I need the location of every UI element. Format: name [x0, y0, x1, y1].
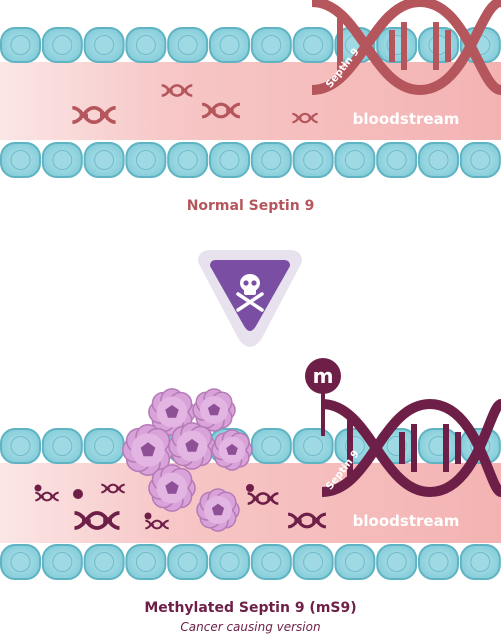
cell-nucleus: [94, 435, 115, 457]
cell-nucleus: [177, 551, 198, 573]
cell-nucleus: [10, 551, 31, 573]
cell-nucleus: [135, 34, 156, 56]
cell-nucleus: [344, 149, 365, 171]
cell-nucleus: [386, 149, 407, 171]
cell-nucleus: [10, 149, 31, 171]
cell-nucleus: [261, 435, 282, 457]
cell-nucleus: [52, 34, 73, 56]
cell-nucleus: [10, 34, 31, 56]
bottom-lower-vessel-wall: [0, 544, 501, 580]
methyl-marker-letter: m: [313, 364, 334, 388]
top-upper-vessel-wall: [0, 27, 501, 63]
cancer-cell: [168, 422, 216, 470]
top-bloodstream-band: [0, 62, 501, 140]
cancer-cell: [148, 388, 196, 436]
skull-crossbones-icon: [236, 274, 264, 312]
cell-nucleus: [135, 149, 156, 171]
cell-nucleus: [344, 551, 365, 573]
cell-nucleus: [261, 551, 282, 573]
methylation-marker: m: [305, 358, 341, 436]
cell-nucleus: [177, 149, 198, 171]
top-vessel: [0, 27, 501, 178]
cell-nucleus: [135, 551, 156, 573]
cell-nucleus: [261, 34, 282, 56]
cell-nucleus: [303, 435, 324, 457]
cell-nucleus: [470, 551, 491, 573]
cell-nucleus: [177, 34, 198, 56]
cell-nucleus: [303, 551, 324, 573]
cancer-version-subcaption: Cancer causing version: [180, 620, 321, 634]
top-bloodstream-label: bloodstream: [353, 110, 460, 128]
cell-nucleus: [94, 551, 115, 573]
bottom-bloodstream-label: bloodstream: [353, 512, 460, 530]
top-lower-vessel-wall: [0, 142, 501, 178]
bottom-floating-dna: [34, 483, 328, 530]
cancer-cell: [196, 488, 240, 532]
cancer-cell: [192, 388, 236, 432]
cancer-cell: [211, 429, 253, 471]
cell-nucleus: [261, 149, 282, 171]
cell-nucleus: [52, 551, 73, 573]
cell-nucleus: [303, 149, 324, 171]
cell-nucleus: [219, 149, 240, 171]
cell-nucleus: [52, 435, 73, 457]
cell-nucleus: [428, 551, 449, 573]
cell-nucleus: [94, 149, 115, 171]
cell-nucleus: [219, 551, 240, 573]
cell-nucleus: [52, 149, 73, 171]
normal-septin9-caption: Normal Septin 9: [186, 198, 315, 214]
cell-nucleus: [94, 34, 115, 56]
cell-nucleus: [10, 435, 31, 457]
cancer-cell: [122, 424, 174, 476]
toxic-warning-badge: [198, 250, 302, 347]
cell-nucleus: [219, 34, 240, 56]
cell-nucleus: [386, 551, 407, 573]
methylated-septin9-caption: Methylated Septin 9 (mS9): [144, 600, 357, 616]
cell-nucleus: [303, 34, 324, 56]
cancer-cell-cluster: [122, 388, 253, 532]
cell-nucleus: [428, 149, 449, 171]
cancer-cell: [148, 464, 196, 512]
cell-nucleus: [470, 149, 491, 171]
